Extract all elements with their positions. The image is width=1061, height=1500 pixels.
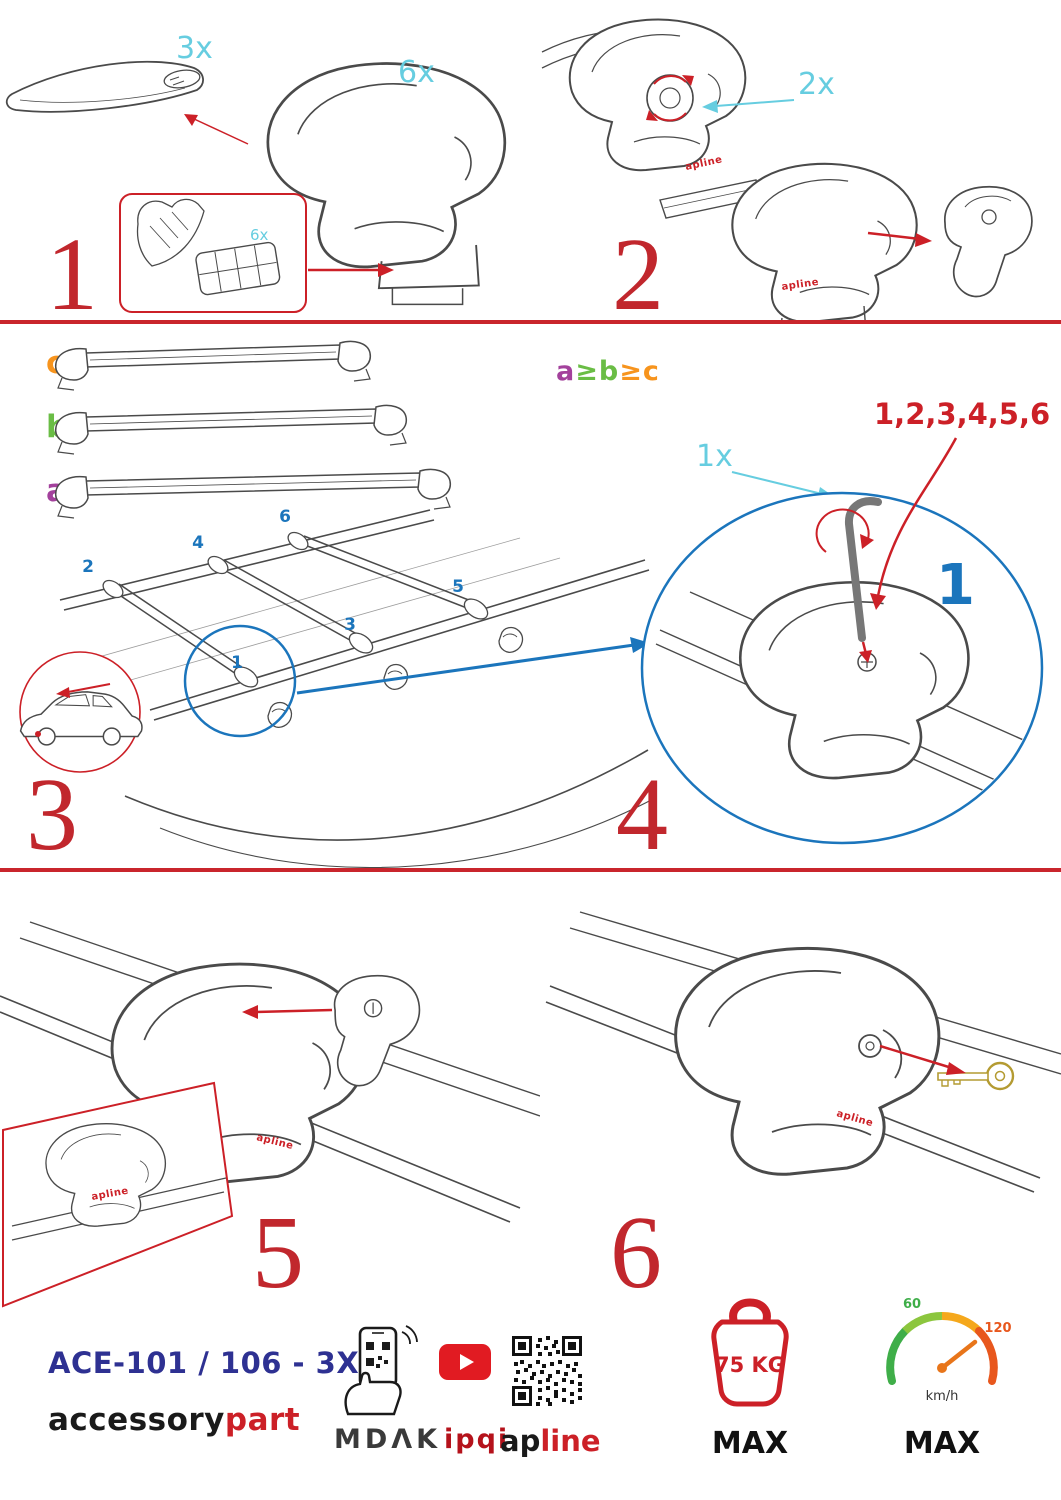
weight-value: 75 KG (715, 1353, 785, 1377)
position-2: 2 (82, 557, 94, 577)
position-4: 4 (192, 533, 204, 553)
key-drawing (937, 1061, 1015, 1091)
weight-max-label: MAX (711, 1426, 789, 1461)
speed-max-label: MAX (903, 1426, 981, 1461)
step-2-illustration: apline 2x apline (541, 18, 1033, 320)
apline-logo: apline (500, 1424, 601, 1458)
hand (344, 1371, 402, 1416)
bar-size-a (54, 468, 452, 519)
formula-ge-1: ≥ (575, 356, 599, 387)
position-1: 1 (231, 653, 243, 673)
lock-cylinder (858, 1034, 882, 1058)
step-5-number: 5 (252, 1195, 304, 1310)
brand-part: part (224, 1402, 301, 1438)
speed-unit-label: km/h (926, 1389, 959, 1404)
weight-body (711, 1319, 789, 1407)
tool-quantity-label: 1x (696, 439, 733, 474)
ipqi-logo: ipqi (444, 1424, 510, 1455)
apline-ap: ap (500, 1424, 541, 1458)
speed-high-label: 120 (984, 1321, 1011, 1336)
rotation-arrow (815, 508, 874, 553)
step-4-illustration: 1,2,3,4,5,6 1x 1 (640, 397, 1050, 845)
formula-a: a (556, 356, 576, 387)
step-6-number: 6 (610, 1195, 662, 1310)
upper-foot-drawing (568, 18, 747, 172)
formula-c: c (642, 356, 660, 387)
tighten-arrow (859, 641, 872, 663)
lower-foot-drawing (659, 162, 918, 320)
sequence-arrow (870, 437, 958, 610)
pad-arrow (308, 263, 394, 277)
knob-quantity-label: 2x (798, 67, 835, 102)
position-6: 6 (279, 507, 291, 527)
step-6-illustration: apline (545, 911, 1061, 1193)
foot-brand-label: apline (781, 277, 820, 293)
tightening-sequence: 1,2,3,4,5,6 (874, 397, 1050, 431)
accessorypart-logo: accessorypart (48, 1402, 300, 1438)
knob-arrow (702, 99, 795, 113)
allen-key (845, 497, 882, 642)
position-3: 3 (344, 615, 356, 635)
torque-step-number: 1 (936, 553, 975, 618)
end-cap-drawing (944, 185, 1033, 298)
scan-waves (401, 1325, 418, 1345)
mdak-logo: MDΛK (334, 1424, 442, 1455)
foot-quantity-label: 6x (398, 55, 435, 90)
step-1-number: 1 (46, 217, 98, 332)
speedometer-icon: 60 120 km/h (886, 1297, 1012, 1404)
step-4-number: 4 (616, 757, 668, 872)
bar-size-b (54, 404, 408, 455)
cover-arrow (242, 1005, 333, 1019)
divider-1 (0, 320, 1061, 324)
bar-pointer-arrow (184, 114, 249, 145)
mini-qr (366, 1342, 390, 1368)
lock-cover-piece (333, 974, 421, 1087)
bar-size-c (54, 340, 372, 391)
bar-quantity-label: 3x (176, 31, 213, 66)
speed-low-label: 60 (903, 1297, 921, 1312)
roof-mounting-illustration: 2 4 6 1 3 5 (19, 507, 655, 869)
divider-2 (0, 868, 1061, 872)
position-5: 5 (452, 577, 464, 597)
detail-arrow (296, 637, 650, 695)
formula-ge-2: ≥ (619, 356, 643, 387)
windshield-line (124, 749, 649, 841)
size-order-formula: a≥b≥c (556, 356, 660, 387)
car-inset (19, 651, 143, 773)
step-1-illustration: 3x 6x 6x (5, 31, 507, 313)
key-arrow (879, 1044, 966, 1075)
step-3-number: 3 (26, 757, 78, 872)
car-roof-drawing (59, 509, 655, 869)
brand-accessory: accessory (48, 1402, 225, 1438)
needle (939, 1339, 978, 1371)
model-number: ACE-101 / 106 - 3X (48, 1346, 360, 1380)
pad-inset: 6x (119, 193, 307, 313)
weight-handle (729, 1298, 771, 1326)
cap-arrow (867, 231, 932, 247)
max-weight-icon: 75 KG (711, 1298, 789, 1407)
apline-line: line (540, 1424, 601, 1458)
youtube-icon (439, 1344, 491, 1380)
step-5-illustration: apline apline (0, 921, 540, 1308)
foot-inset: apline (1, 1081, 234, 1308)
phone-scan-icon (344, 1325, 418, 1416)
step-2-number: 2 (612, 217, 664, 332)
crossbar-drawing (5, 60, 204, 113)
pad-quantity-label: 6x (250, 226, 269, 244)
formula-b: b (598, 356, 620, 387)
detail-highlight-circle (183, 624, 297, 738)
qr-code (512, 1336, 582, 1406)
bar-sizes-illustration: c b a (46, 340, 452, 519)
